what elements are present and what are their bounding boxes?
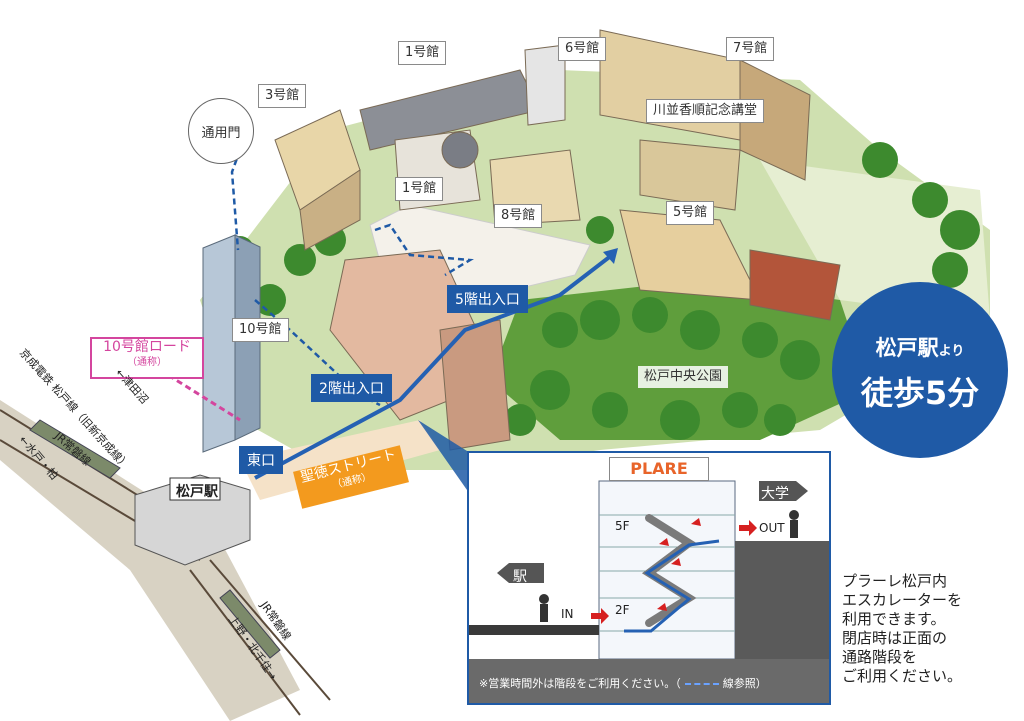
university-direction-label: 大学 [761, 486, 789, 502]
stairs-note-post: 線参照） [722, 677, 767, 690]
in-label: IN [561, 607, 574, 621]
escalator-side-note: プラーレ松戸内 エスカレーターを 利用できます。 閉店時は正面の 通路階段を ご… [842, 572, 1022, 686]
side-note-line: ご利用ください。 [842, 667, 963, 685]
side-note-line: プラーレ松戸内 [842, 572, 948, 590]
badge-line-1: 松戸駅より [832, 332, 1008, 362]
badge-yori: より [938, 344, 965, 359]
building-10-road-note: （通称） [127, 357, 167, 368]
walk-time-badge: 松戸駅より 徒歩5分 [832, 282, 1008, 458]
side-note-line: 閉店時は正面の [842, 629, 948, 647]
side-note-line: 通路階段を [842, 648, 918, 666]
side-note-line: エスカレーターを [842, 591, 963, 609]
badge-station: 松戸駅 [875, 336, 939, 360]
memorial-hall-label: 川並香順記念講堂 [646, 99, 765, 123]
stairs-note: ※営業時間外は階段をご利用ください。（ 線参照） [479, 675, 767, 691]
service-gate-label: 通用門 [188, 98, 254, 164]
park-label: 松戸中央公園 [638, 366, 729, 388]
floor-2f-label: 2F [615, 603, 630, 617]
east-exit-label: 東口 [239, 446, 283, 474]
out-label: OUT [759, 521, 785, 535]
fifth-floor-entrance-label: 5階出入口 [447, 285, 528, 313]
dashed-line-legend [684, 683, 719, 685]
building-10-label: 10号館 [232, 318, 289, 342]
building-1-north-label: 1号館 [398, 41, 447, 65]
side-note-line: 利用できます。 [842, 610, 946, 628]
building-5-label: 5号館 [666, 201, 715, 225]
stairs-note-pre: ※営業時間外は階段をご利用ください。（ [479, 677, 681, 690]
building-8-label: 8号館 [494, 204, 543, 228]
second-floor-entrance-label: 2階出入口 [311, 374, 392, 402]
building-1-south-label: 1号館 [395, 177, 444, 201]
building-3-label: 3号館 [258, 84, 307, 108]
building-6-label: 6号館 [558, 37, 607, 61]
floor-5f-label: 5F [615, 519, 630, 533]
plare-cross-section-drawing [469, 453, 829, 703]
plare-escalator-inset: PLARE 駅 大学 OUT IN 5F 2F ※営業時間外は階段をご利用くださ… [467, 451, 831, 705]
building-10-road-label: 10号館ロード （通称） [90, 337, 204, 379]
badge-walk-time: 徒歩5分 [860, 374, 980, 412]
building-7-label: 7号館 [726, 37, 775, 61]
matsudo-station-sign: 松戸駅 [176, 484, 218, 500]
plare-sign: PLARE [609, 457, 709, 481]
station-direction-label: 駅 [513, 569, 527, 585]
building-10-road-name: 10号館ロード [103, 339, 191, 355]
